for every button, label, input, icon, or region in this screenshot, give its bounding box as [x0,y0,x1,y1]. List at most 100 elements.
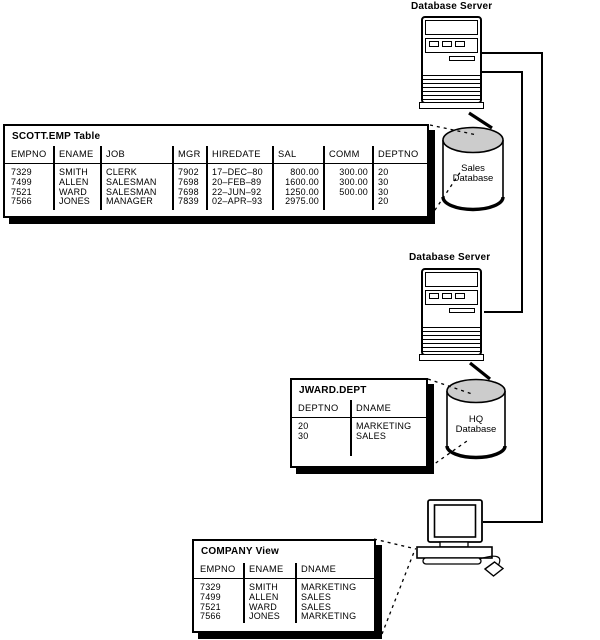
table-cell: SALES [301,602,332,612]
table-cell: WARD [59,187,87,197]
callout-scottemp-bottom [430,170,462,217]
callout-jwarddept-bottom [429,440,468,468]
hq-database-cylinder [445,378,507,460]
sales-database-label: Sales Database [443,164,503,184]
column-divider [206,146,208,210]
table-cell: JONES [249,612,281,622]
drive-button [455,41,465,47]
server-vents [423,327,480,354]
table-cell: 7329 [200,583,221,592]
cylinder-bottom-rim [441,196,505,212]
hq-database-label-line2: Database [455,424,497,435]
table-cell: 7839 [178,197,199,207]
table-header-row: DEPTNO DNAME [292,400,426,418]
table-cell: 7499 [11,177,32,187]
mouse-cord [478,555,501,567]
drive-button [442,41,452,47]
table-cell: ALLEN [59,177,89,187]
column-header: EMPNO [200,564,236,574]
cylinder-bottom-rim [445,445,507,460]
table-cell: SMITH [59,168,88,177]
column-divider [243,563,245,623]
cylinder-top [442,126,504,154]
table-cell: MARKETING [356,422,412,431]
table-body: 7329 SMITH MARKETING 7499 ALLEN SALES 7521 WARD… [194,579,374,628]
link-server2-to-hqdb [469,361,491,381]
server2-label: Database Server [409,252,491,263]
table-cell: SALES [301,592,332,602]
table-cell: CLERK [106,168,138,177]
table-cell: 300.00 [339,177,368,187]
column-header: DEPTNO [378,149,419,159]
table-cell: 17–DEC–80 [212,168,263,177]
column-header: DNAME [356,403,392,413]
table-cell: 02–APR–93 [212,197,263,207]
drive-button [442,293,452,299]
table-cell [323,197,372,207]
table-cell: 2975.00 [285,197,319,207]
table-cell: 7902 [178,168,199,177]
table-cell: 22–JUN–92 [212,187,262,197]
table-cell: JONES [59,197,91,207]
column-header: ENAME [59,149,94,159]
table-cell: 20 [378,197,389,207]
table-cell: SMITH [249,583,278,592]
column-header: MGR [178,149,201,159]
table-title: JWARD.DEPT [299,385,367,396]
monitor-screen [433,504,477,538]
server-drive-panel [425,290,478,305]
column-header: COMM [329,149,360,159]
callout-company-top [373,538,417,550]
column-divider [372,146,374,210]
callout-company-bottom [381,551,415,635]
table-title: SCOTT.EMP Table [12,131,101,142]
table-cell: 7566 [11,197,32,207]
column-divider [272,146,274,210]
column-divider [295,563,297,623]
table-cell: 7499 [200,592,221,602]
table-cell: 7329 [11,168,32,177]
client-computer-icon [416,499,505,577]
table-cell: MANAGER [106,197,153,207]
server-drive-panel [425,38,478,53]
table-cell: SALESMAN [106,187,157,197]
hq-database-label: HQ Database [447,415,505,435]
table-cell: SALES [356,431,387,441]
table-cell: 7521 [11,187,32,197]
link-server1-to-salesdb [468,111,493,130]
table-cell: MARKETING [301,612,357,622]
table-cell: WARD [249,602,277,612]
table-cell: MARKETING [301,583,357,592]
keyboard [422,557,482,565]
table-title: COMPANY View [201,546,279,557]
table-cell: 500.00 [339,187,368,197]
sales-database-label-line1: Sales [461,163,485,174]
mouse-icon [483,561,505,577]
table-cell: 30 [378,177,389,187]
server-top-panel [425,20,478,35]
callout-dashed-lines [373,124,478,635]
server-vents [423,75,480,102]
link-server1-to-server2 [482,71,523,313]
table-cell: 20–FEB–89 [212,177,262,187]
table-body: 7329 SMITH CLERK 7902 17–DEC–80 800.00 300.00 2… [5,164,427,213]
server1-base [419,102,484,109]
table-cell: ALLEN [249,592,279,602]
table-cell: 7521 [200,602,221,612]
sales-database-label-line2: Database [452,173,494,184]
column-header: SAL [278,149,297,159]
server2-base [419,354,484,361]
column-header: DNAME [301,564,337,574]
column-header: DEPTNO [298,403,339,413]
column-header: EMPNO [11,149,47,159]
hq-database-label-line1: HQ [468,414,484,425]
table-cell: 800.00 [290,168,319,177]
computer-base [416,546,493,559]
database-server-2 [421,268,482,356]
